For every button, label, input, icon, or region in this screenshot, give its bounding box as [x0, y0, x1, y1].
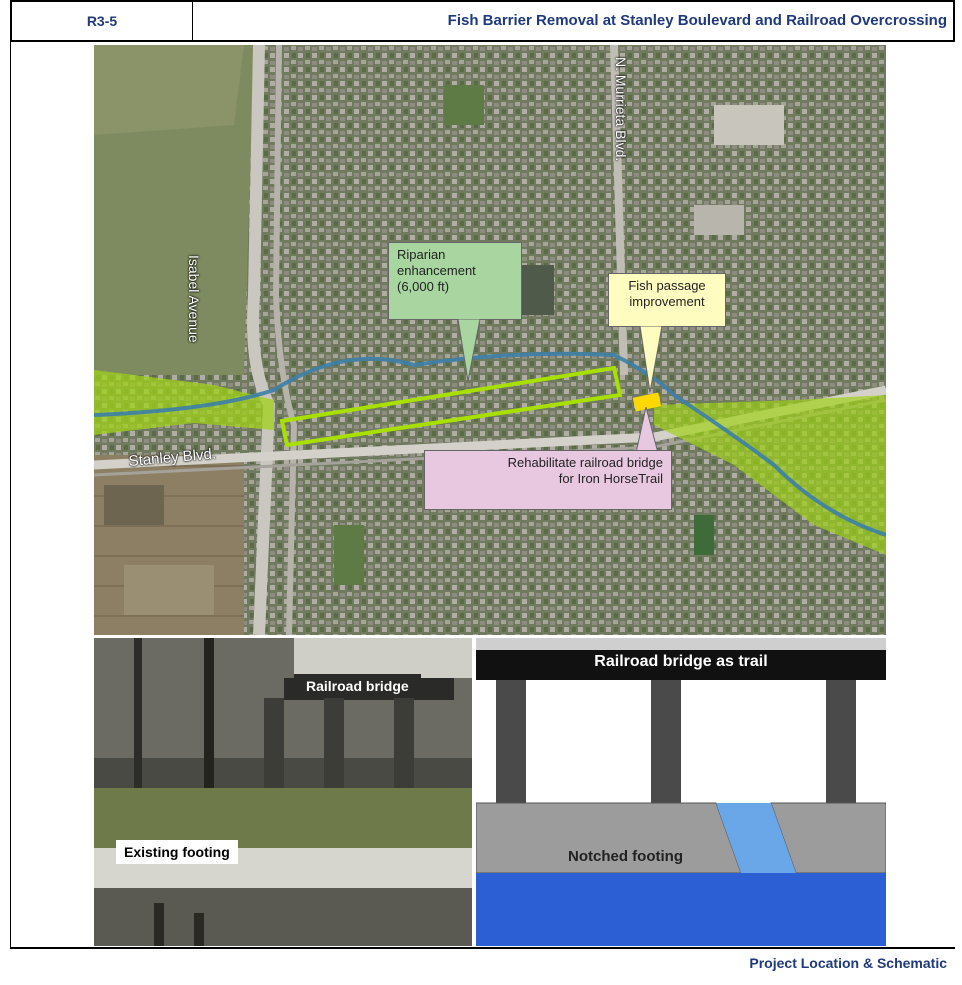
aerial-map-image	[94, 45, 886, 635]
fish-callout-pointer	[639, 326, 663, 393]
riparian-line-3: (6,000 ft)	[397, 279, 450, 294]
murrieta-blvd-label: N. Murrieta Blvd.	[613, 57, 629, 162]
schematic-drawing	[476, 638, 886, 946]
notched-footing-label: Notched footing	[568, 848, 683, 865]
page-footer: Project Location & Schematic	[10, 947, 955, 985]
riparian-line-1: Riparian	[397, 247, 446, 262]
rehab-line-1: Rehabilitate railroad bridge	[507, 455, 663, 470]
schematic-title: Railroad bridge as trail	[594, 653, 768, 670]
fish-passage-callout: Fish passage improvement	[608, 273, 726, 327]
project-id: R3-5	[12, 2, 193, 40]
bridge-schematic: Railroad bridge as trail Notched footing	[476, 638, 886, 946]
fish-line-1: Fish passage	[628, 278, 706, 293]
railroad-bridge-label: Railroad bridge	[294, 674, 421, 698]
existing-footing-label: Existing footing	[116, 840, 238, 864]
rehab-line-2: for Iron HorseTrail	[558, 471, 663, 486]
riparian-enhancement-callout: Riparian enhancement (6,000 ft)	[388, 242, 522, 320]
fish-line-2: improvement	[629, 294, 705, 309]
riparian-callout-pointer	[457, 319, 481, 382]
rehab-callout-pointer	[635, 407, 659, 453]
rehab-bridge-callout: Rehabilitate railroad bridge for Iron Ho…	[424, 450, 672, 510]
aerial-map: Isabel Avenue N. Murrieta Blvd. Stanley …	[94, 45, 886, 635]
page-header: R3-5 Fish Barrier Removal at Stanley Bou…	[10, 0, 955, 42]
existing-bridge-photo: Railroad bridge Existing footing	[94, 638, 472, 946]
project-title: Fish Barrier Removal at Stanley Boulevar…	[447, 12, 947, 29]
isabel-avenue-label: Isabel Avenue	[186, 255, 202, 343]
footer-title: Project Location & Schematic	[749, 955, 947, 971]
riparian-line-2: enhancement	[397, 263, 476, 278]
left-rule	[10, 42, 11, 947]
